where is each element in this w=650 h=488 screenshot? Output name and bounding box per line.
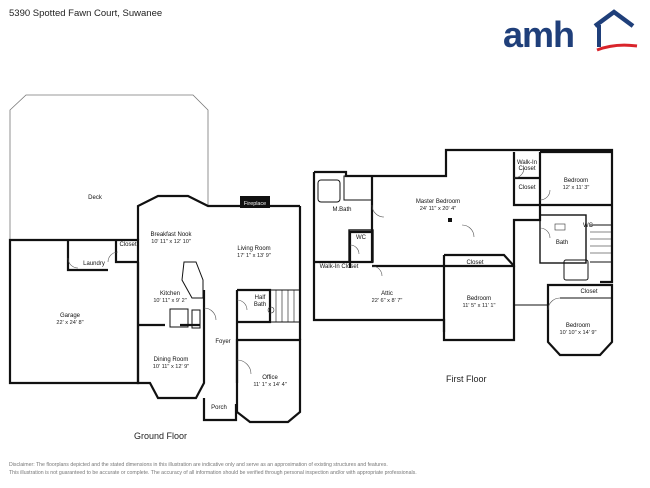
bedroom-1-dim: 12' x 11' 3" — [563, 185, 590, 191]
breakfast-nook-dim: 10' 11" x 12' 10" — [151, 239, 191, 245]
closet-c-label: Closet — [580, 289, 597, 295]
kitchen-label: Kitchen — [160, 291, 180, 297]
laundry-label: Laundry — [83, 261, 105, 267]
bedroom-1-label: Bedroom — [564, 178, 588, 184]
office-label: Office — [262, 375, 278, 381]
kitchen-dim: 10' 11" x 9' 2" — [153, 298, 186, 304]
attic-dim: 22' 6" x 8' 7" — [372, 298, 403, 304]
office-dim: 11' 1" x 14' 4" — [253, 382, 286, 388]
wc-2-label: WC — [583, 223, 594, 229]
disclaimer-line-1: Disclaimer: The floorplans depicted and … — [9, 462, 388, 468]
breakfast-nook-label: Breakfast Nook — [150, 232, 192, 238]
bedroom-2-dim: 11' 5" x 11' 1" — [463, 303, 496, 309]
foyer-label: Foyer — [215, 339, 230, 345]
logo-house-icon — [593, 9, 638, 52]
walk-in-closet-label: Walk-In Closet — [320, 264, 359, 270]
logo-wordmark: amh — [503, 14, 575, 55]
dining-room-dim: 10' 11" x 12' 9" — [153, 364, 189, 370]
fireplace-box — [240, 196, 270, 208]
dining-room-label: Dining Room — [154, 357, 189, 363]
deck-label: Deck — [88, 195, 103, 201]
disclaimer-line-2: This illustration is not guaranteed to b… — [9, 470, 417, 476]
ground-floor-label: Ground Floor — [134, 431, 188, 441]
bedroom-3-dim: 10' 10" x 14' 9" — [560, 330, 597, 336]
living-room-label: Living Room — [237, 246, 270, 252]
closet-ground-label: Closet — [119, 242, 136, 248]
fireplace-label: Fireplace — [244, 201, 266, 207]
porch-label: Porch — [211, 405, 227, 411]
half-bath-label-1: Half — [255, 295, 266, 301]
closet-b-label: Closet — [466, 260, 483, 266]
wc-1-label: WC — [356, 235, 367, 241]
master-bath-label: M.Bath — [332, 207, 351, 213]
closet-a-label: Closet — [518, 185, 535, 191]
first-floor-label: First Floor — [446, 374, 487, 384]
amh-logo: amh — [503, 9, 639, 55]
address-header: 5390 Spotted Fawn Court, Suwanee — [9, 8, 163, 19]
living-room-dim: 17' 1" x 13' 9" — [237, 253, 271, 259]
bedroom-2-label: Bedroom — [467, 296, 491, 302]
master-bedroom-label: Master Bedroom — [416, 199, 460, 205]
bedroom-3-label: Bedroom — [566, 323, 590, 329]
bath-label: Bath — [556, 240, 568, 246]
garage-dim: 22' x 24' 8" — [56, 320, 83, 326]
master-bedroom-dim: 24' 11" x 20' 4" — [420, 206, 456, 212]
garage-label: Garage — [60, 313, 81, 319]
walk-in-closet-2-label-2: Closet — [518, 166, 535, 172]
half-bath-label-2: Bath — [254, 302, 266, 308]
attic-label: Attic — [381, 291, 393, 297]
walk-in-closet-2-label-1: Walk-In — [517, 160, 537, 166]
